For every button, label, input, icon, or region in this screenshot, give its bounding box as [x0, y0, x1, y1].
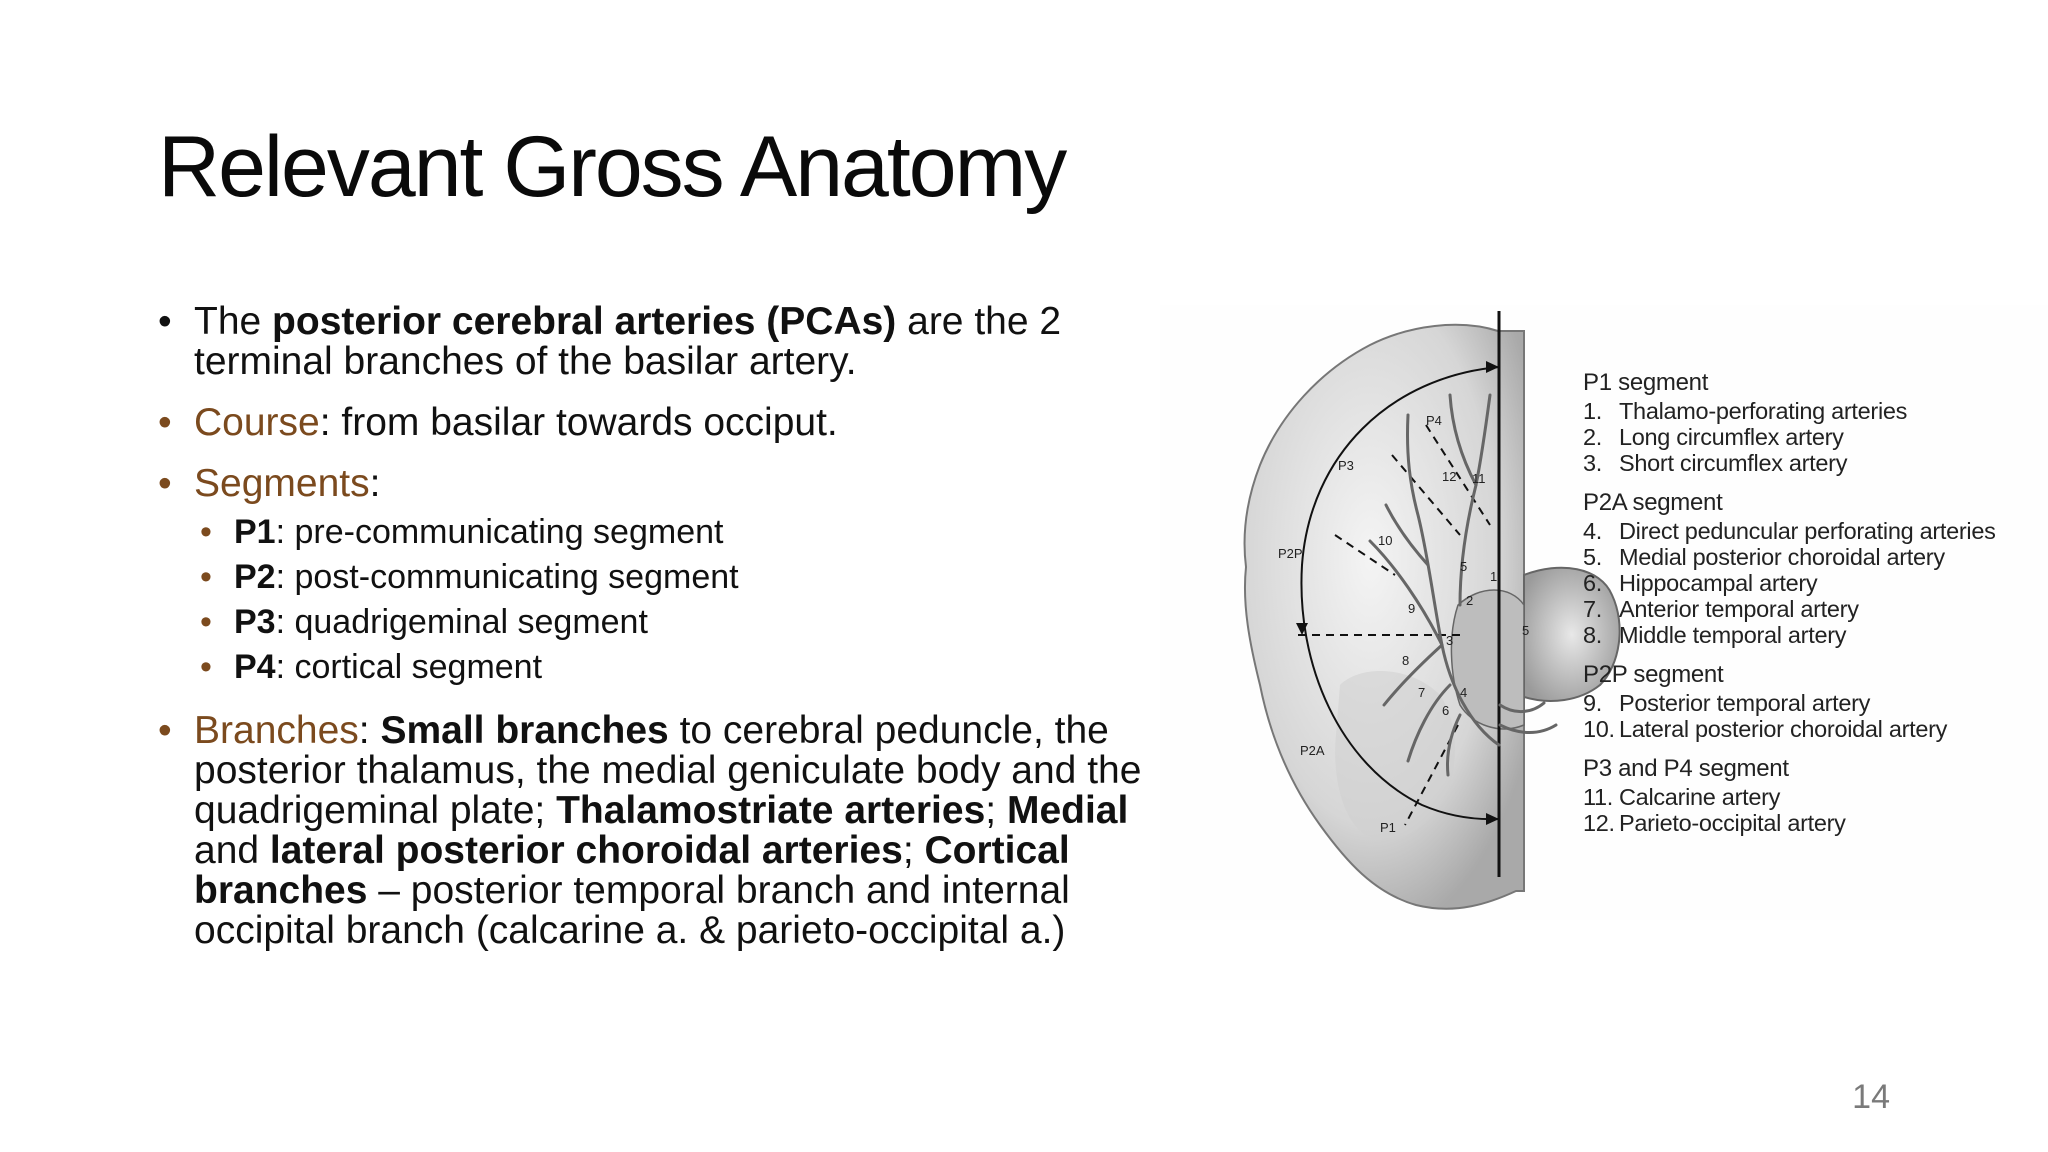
legend-item: 3. Short circumflex artery — [1583, 450, 2048, 476]
bullet-list: • The posterior cerebral arteries (PCAs)… — [158, 300, 1141, 972]
legend-item-number: 10. — [1583, 716, 1615, 742]
temporal-lobe-shape — [1335, 671, 1455, 839]
brain-diagram: P1 P2A P2P P3 P4 10 12 11 5 5 2 3 4 6 7 … — [1243, 311, 1621, 910]
legend-item-label: Short circumflex artery — [1619, 450, 1848, 476]
svg-text:3: 3 — [1446, 633, 1453, 648]
svg-text:5: 5 — [1460, 559, 1467, 574]
svg-text:2: 2 — [1466, 593, 1473, 608]
label-p2a: P2A — [1300, 743, 1325, 758]
svg-text:5: 5 — [1522, 623, 1529, 638]
bullet-dot: • — [158, 709, 172, 752]
slide-title: Relevant Gross Anatomy — [158, 119, 1067, 215]
legend-item-label: Long circumflex artery — [1619, 424, 1844, 450]
label-p3: P3 — [1338, 458, 1354, 473]
legend-item-number: 2. — [1583, 424, 1602, 450]
legend-item-number: 7. — [1583, 596, 1602, 622]
legend-item-number: 1. — [1583, 398, 1602, 424]
legend-item: 8. Middle temporal artery — [1583, 622, 2048, 648]
legend-item: 7. Anterior temporal artery — [1583, 596, 2048, 622]
legend-heading: P2P segment — [1583, 661, 1724, 688]
legend-item-number: 11. — [1583, 784, 1614, 810]
legend-item-label: Lateral posterior choroidal artery — [1619, 716, 1948, 742]
legend-item: 12.Parieto-occipital artery — [1583, 810, 2048, 836]
legend-item-number: 8. — [1583, 622, 1602, 648]
legend-item: 5. Medial posterior choroidal artery — [1583, 544, 2048, 570]
bullet-dot: • — [158, 462, 172, 505]
legend-item: 10.Lateral posterior choroidal artery — [1583, 716, 2048, 742]
svg-text:1: 1 — [1490, 569, 1497, 584]
legend-item-label: Posterior temporal artery — [1619, 690, 1871, 716]
bullet-branches: • Branches: Small branches to cerebral p… — [158, 709, 1142, 952]
legend-heading: P1 segment — [1583, 369, 1709, 396]
segment-item-p4: •P4: cortical segment — [200, 648, 543, 686]
bullet-segments: • Segments: •P1: pre-communicating segme… — [158, 464, 1138, 690]
segment-item-p1: •P1: pre-communicating segment — [200, 513, 724, 551]
svg-text:6: 6 — [1442, 703, 1449, 718]
artery-branches — [1368, 393, 1558, 777]
pca-anatomy-figure: P1 P2A P2P P3 P4 10 12 11 5 5 2 3 4 6 7 … — [1160, 305, 2048, 920]
svg-text:12: 12 — [1442, 469, 1456, 484]
legend-item: 4. Direct peduncular perforating arteries — [1583, 518, 2048, 544]
svg-text:4: 4 — [1460, 685, 1467, 700]
bullet-dot: • — [158, 401, 172, 444]
legend-item: 1. Thalamo-perforating arteries — [1583, 398, 2048, 424]
legend-item-label: Parieto-occipital artery — [1619, 810, 1846, 836]
svg-text:10: 10 — [1378, 533, 1392, 548]
legend-item-number: 9. — [1583, 690, 1602, 716]
legend-item: 9. Posterior temporal artery — [1583, 690, 2048, 716]
legend-item-label: Calcarine artery — [1619, 784, 1781, 810]
svg-text:8: 8 — [1402, 653, 1409, 668]
legend-item-number: 6. — [1583, 570, 1602, 596]
bullet-dot: • — [158, 300, 172, 343]
segment-item-p2: •P2: post-communicating segment — [200, 558, 739, 596]
legend-heading: P2A segment — [1583, 489, 1723, 516]
legend-item-label: Direct peduncular perforating arteries — [1619, 518, 1996, 544]
legend-item-number: 5. — [1583, 544, 1602, 570]
legend-item-label: Medial posterior choroidal artery — [1619, 544, 1945, 570]
legend-item-number: 3. — [1583, 450, 1602, 476]
legend-heading: P3 and P4 segment — [1583, 755, 1789, 782]
svg-text:7: 7 — [1418, 685, 1425, 700]
legend-item-number: 4. — [1583, 518, 1602, 544]
legend-item: 11.Calcarine artery — [1583, 784, 2048, 810]
midbrain-shape — [1523, 566, 1621, 702]
legend-item-label: Anterior temporal artery — [1619, 596, 1859, 622]
legend-item-number: 12. — [1583, 810, 1615, 836]
legend-item-label: Hippocampal artery — [1619, 570, 1818, 596]
legend-item: 6. Hippocampal artery — [1583, 570, 2048, 596]
label-p2p: P2P — [1278, 546, 1303, 561]
bullet-course: • Course: from basilar towards occiput. — [158, 401, 838, 444]
segment-item-p3: •P3: quadrigeminal segment — [200, 603, 648, 641]
bullet-pca-definition: • The posterior cerebral arteries (PCAs)… — [158, 300, 1062, 383]
legend-item: 2. Long circumflex artery — [1583, 424, 2048, 450]
legend-item-label: Middle temporal artery — [1619, 622, 1847, 648]
segment-sublist: •P1: pre-communicating segment •P2: post… — [158, 510, 1138, 690]
svg-text:9: 9 — [1408, 601, 1415, 616]
legend-item-label: Thalamo-perforating arteries — [1619, 398, 1908, 424]
label-p4: P4 — [1426, 413, 1442, 428]
svg-text:11: 11 — [1472, 471, 1486, 486]
label-p1: P1 — [1380, 820, 1396, 835]
page-number: 14 — [1852, 1078, 1890, 1116]
